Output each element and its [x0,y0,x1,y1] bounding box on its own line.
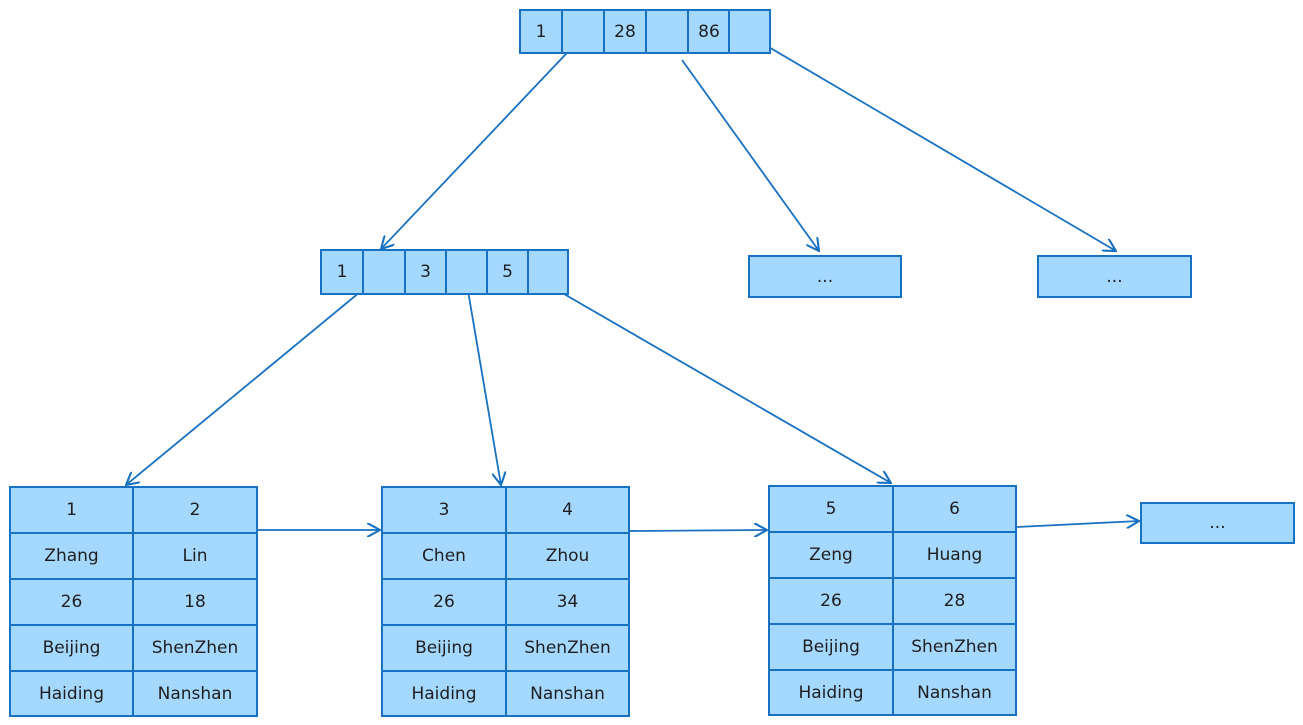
arrow-inner-to-leaf3 [544,282,891,483]
leaf2-cell-r1-c1: 3 [381,486,507,534]
root-key-2: 28 [603,9,647,54]
leaf2-cell-r1-c2: 4 [505,486,630,534]
leaf2-cell-r2-c2: Zhou [505,532,630,580]
leaf1-cell-r1-c2: 2 [132,486,258,534]
arrow-root-to-mid2 [749,35,1116,251]
inner-key-2: 3 [404,249,447,295]
leaf2-cell-r4-c1: Beijing [381,624,507,672]
inner-pointer-1 [362,249,406,295]
inner-key-1: 1 [320,249,364,295]
leaf3-cell-r2-c1: Zeng [768,531,894,579]
leaf3-cell-r1-c2: 6 [892,485,1017,533]
leaf1-cell-r4-c2: ShenZhen [132,624,258,672]
leaf1-cell-r5-c2: Nanshan [132,670,258,717]
placeholder-node-leaf-next: ... [1140,502,1295,544]
leaf1-cell-r1-c1: 1 [9,486,134,534]
arrow-root-to-mid1 [681,59,819,251]
leaf1-cell-r3-c2: 18 [132,578,258,626]
root-pointer-3 [728,9,771,54]
inner-key-3: 5 [486,249,529,295]
arrow-inner-to-leaf2 [465,278,501,485]
leaf3-cell-r4-c2: ShenZhen [892,623,1017,671]
leaf1-cell-r2-c2: Lin [132,532,258,580]
leaf2-cell-r2-c1: Chen [381,532,507,580]
root-key-1: 1 [519,9,563,54]
leaf3-cell-r3-c2: 28 [892,577,1017,625]
leaf3-cell-r4-c1: Beijing [768,623,894,671]
arrow-inner-to-leaf1 [126,272,384,485]
leaf1-cell-r2-c1: Zhang [9,532,134,580]
arrow-leaf3-to-next [1016,521,1139,527]
arrow-leaf2-to-leaf3 [629,530,767,531]
leaf3-cell-r1-c1: 5 [768,485,894,533]
leaf2-cell-r3-c2: 34 [505,578,630,626]
leaf2-cell-r5-c1: Haiding [381,670,507,717]
leaf3-cell-r2-c2: Huang [892,531,1017,579]
root-key-3: 86 [687,9,731,54]
arrow-root-to-inner [381,35,584,249]
root-pointer-1 [561,9,605,54]
root-pointer-2 [645,9,689,54]
leaf3-cell-r5-c2: Nanshan [892,669,1017,716]
leaf3-cell-r3-c1: 26 [768,577,894,625]
placeholder-node-mid1: ... [748,255,902,298]
leaf1-cell-r4-c1: Beijing [9,624,134,672]
leaf2-cell-r3-c1: 26 [381,578,507,626]
leaf1-cell-r5-c1: Haiding [9,670,134,717]
placeholder-node-mid2: ... [1037,255,1192,298]
leaf1-cell-r3-c1: 26 [9,578,134,626]
leaf2-cell-r5-c2: Nanshan [505,670,630,717]
leaf3-cell-r5-c1: Haiding [768,669,894,716]
inner-pointer-2 [445,249,488,295]
inner-pointer-3 [527,249,569,295]
leaf2-cell-r4-c2: ShenZhen [505,624,630,672]
